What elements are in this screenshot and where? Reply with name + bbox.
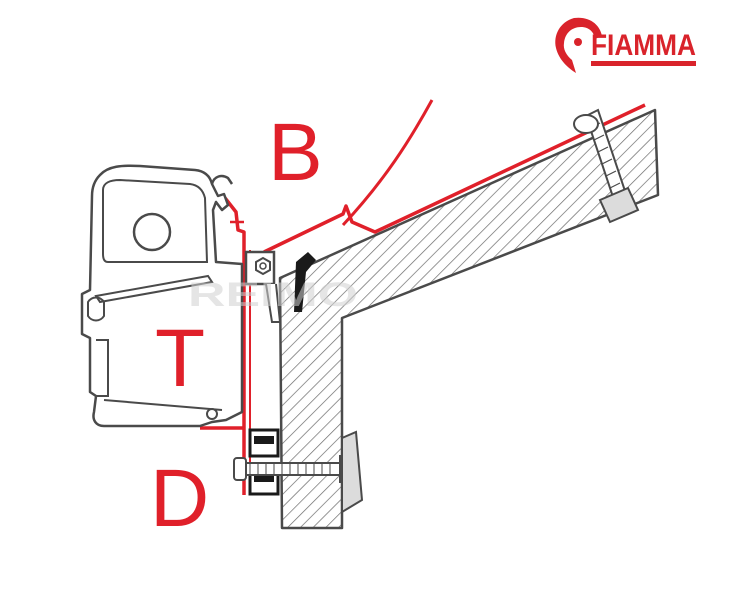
seal-strip bbox=[294, 252, 316, 312]
label-t: T bbox=[155, 313, 205, 404]
roof-bolt-icon bbox=[573, 108, 640, 224]
fiamma-logo-icon bbox=[555, 17, 602, 74]
brand-underline bbox=[591, 61, 696, 66]
bolt-icon bbox=[233, 430, 364, 514]
roof-skin-curve bbox=[341, 99, 434, 227]
nut-icon bbox=[255, 256, 271, 276]
label-b: B bbox=[268, 107, 323, 198]
label-d: D bbox=[150, 453, 209, 544]
watermark-text: REIMO bbox=[188, 276, 358, 314]
roller-icon bbox=[132, 212, 172, 252]
vehicle-wall-section bbox=[278, 108, 660, 530]
brand-name: FIAMMA bbox=[591, 29, 696, 62]
inner-bracket-lower bbox=[341, 430, 364, 514]
housing-screw-icon bbox=[206, 408, 218, 420]
mounting-bracket bbox=[244, 250, 316, 323]
fiamma-logo: FIAMMA bbox=[555, 17, 696, 74]
awning-cassette bbox=[80, 164, 244, 428]
